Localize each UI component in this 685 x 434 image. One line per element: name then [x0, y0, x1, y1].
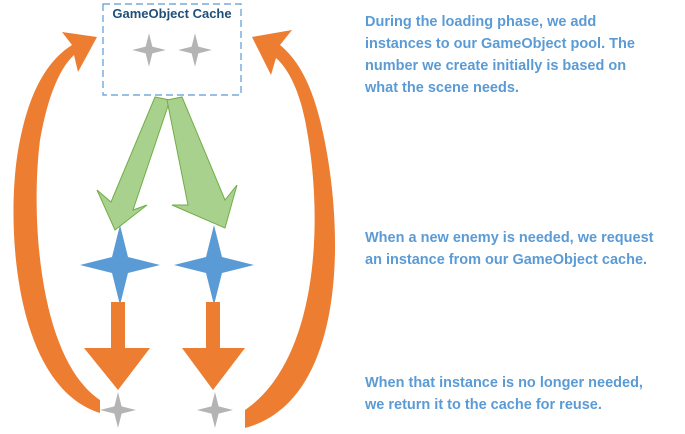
active-instance-icon: [174, 225, 254, 305]
released-instance-icon: [100, 392, 136, 428]
cache-title: GameObject Cache: [112, 6, 232, 21]
active-instance-icon: [80, 225, 160, 305]
note-return-instance: When that instance is no longer needed, …: [365, 375, 643, 413]
right-green-arrow: [166, 96, 238, 229]
left-green-arrow: [96, 96, 171, 231]
note-loading-phase: During the loading phase, we add instanc…: [365, 14, 635, 96]
left-orange-down-arrow: [84, 302, 150, 390]
released-instance-icon: [197, 392, 233, 428]
gameobject-cache-box: [102, 3, 242, 96]
left-curved-return-arrow: [13, 32, 100, 413]
note-request-instance: When a new enemy is needed, we request a…: [365, 230, 654, 268]
right-orange-down-arrow: [182, 302, 245, 390]
right-curved-return-arrow: [245, 30, 336, 428]
